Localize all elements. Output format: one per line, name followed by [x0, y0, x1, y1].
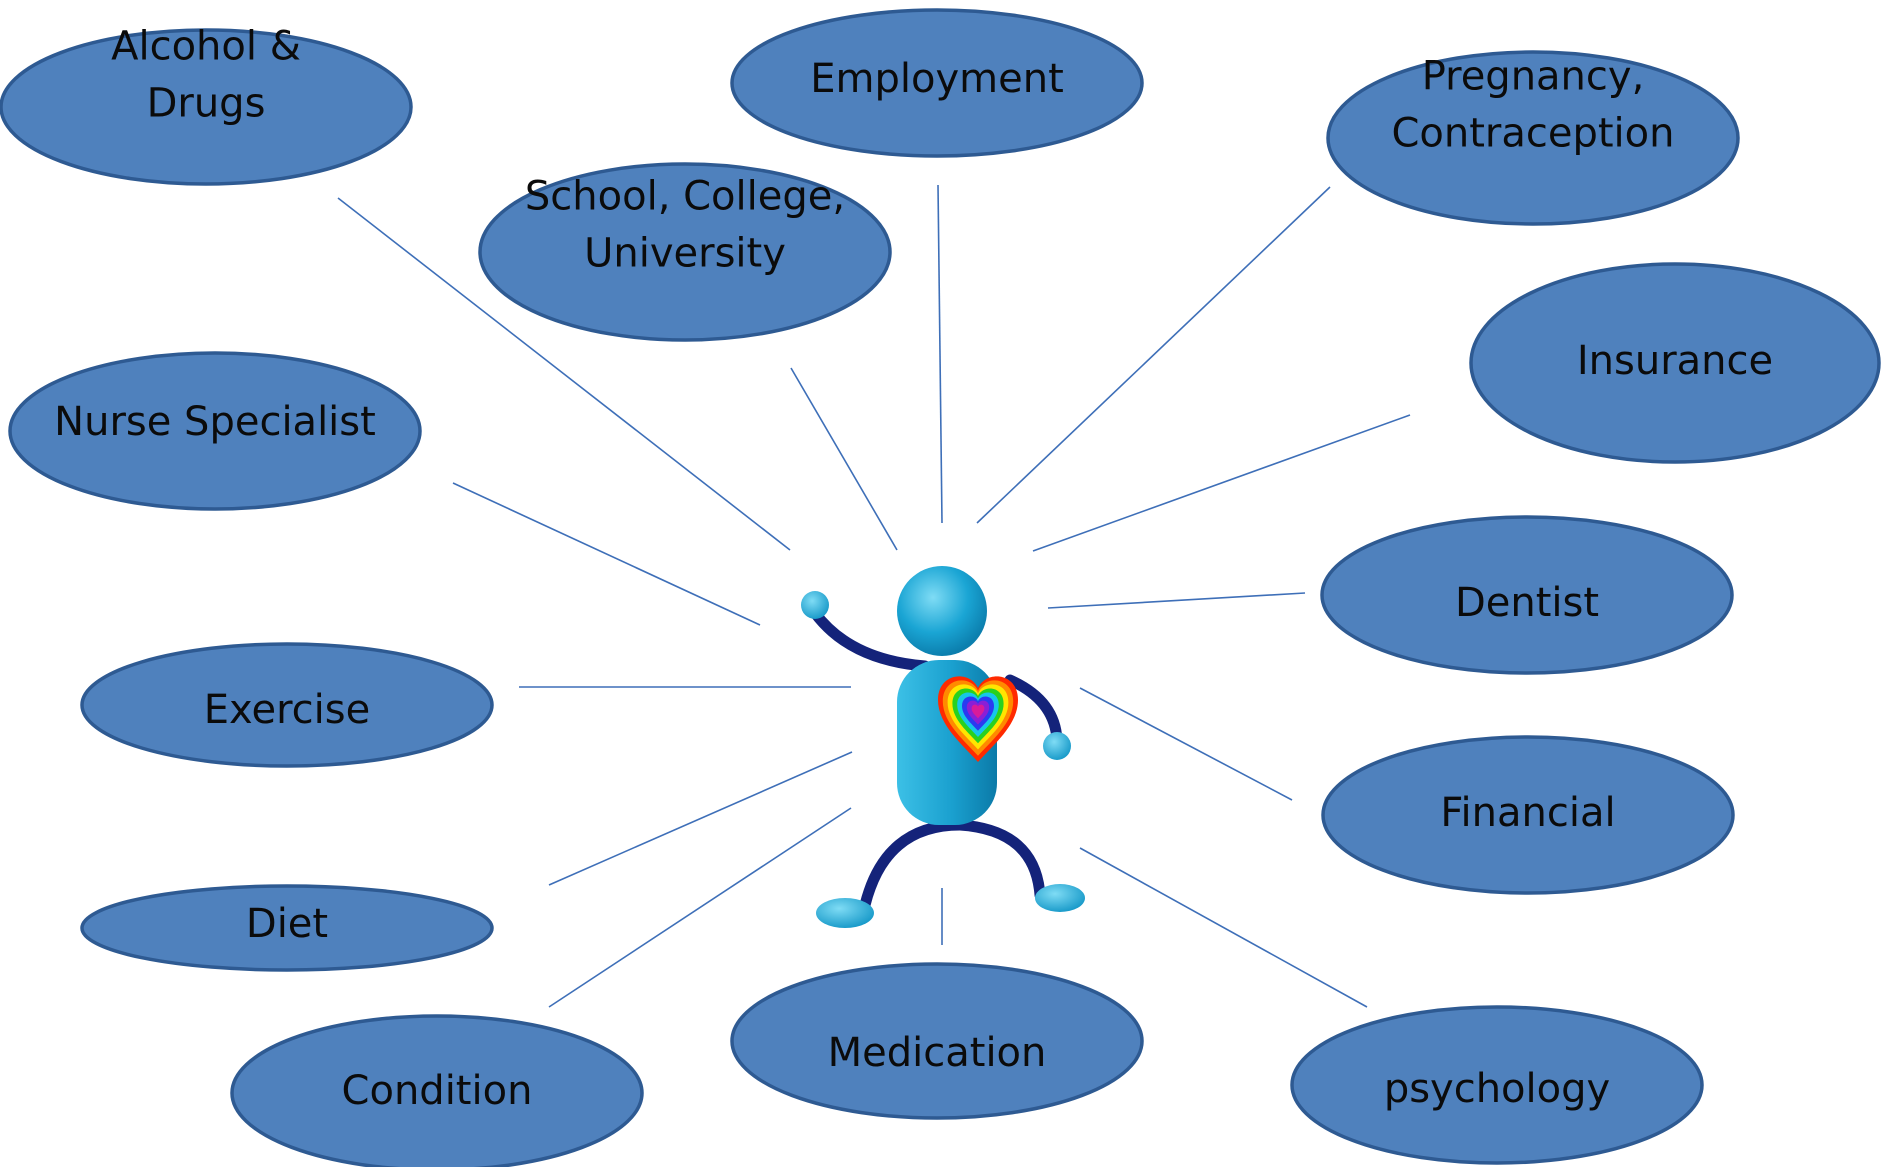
left-hand — [801, 591, 829, 619]
connector-alcohol-drugs — [337, 197, 791, 551]
connector-psychology — [1079, 847, 1368, 1008]
connector-pregnancy-contraception — [976, 186, 1331, 524]
topic-label: Insurance — [1577, 338, 1773, 384]
connector-school-college-university — [790, 367, 898, 551]
right-leg — [954, 819, 1046, 901]
topic-node-psychology: psychology — [1290, 1005, 1704, 1165]
connector-insurance — [1032, 414, 1411, 552]
topic-node-employment: Employment — [730, 8, 1144, 158]
topic-label: Dentist — [1455, 580, 1599, 626]
topic-label: Pregnancy, — [1422, 54, 1645, 100]
topic-ellipse — [1469, 262, 1881, 464]
left-arm — [809, 607, 931, 672]
topic-label: Nurse Specialist — [54, 399, 376, 445]
connector-financial — [1079, 687, 1293, 801]
topic-node-dentist: Dentist — [1320, 515, 1734, 675]
figure-head — [897, 566, 987, 656]
topic-ellipse — [8, 351, 422, 511]
connector-lines — [337, 184, 1411, 1008]
left-foot — [816, 898, 874, 928]
topic-ellipse — [478, 162, 892, 342]
connector-nurse-specialist — [452, 482, 761, 626]
topic-label: Medication — [828, 1030, 1047, 1076]
connector-diet — [548, 751, 853, 886]
topic-label: Employment — [810, 56, 1064, 102]
topic-node-alcohol-drugs: Alcohol & Drugs — [0, 24, 413, 186]
connector-employment — [937, 184, 943, 524]
topic-label: Contraception — [1391, 111, 1674, 157]
topic-ellipse — [0, 28, 413, 186]
topic-ellipse — [1320, 515, 1734, 675]
topic-ellipse — [230, 1014, 644, 1167]
left-leg — [859, 819, 966, 911]
heart-ring — [971, 704, 985, 719]
topic-label: School, College, — [525, 174, 845, 220]
topic-ellipse — [730, 962, 1144, 1120]
connector-condition — [548, 807, 852, 1008]
topic-node-nurse-specialist: Nurse Specialist — [8, 351, 422, 511]
topic-ellipse — [80, 642, 494, 768]
topic-node-insurance: Insurance — [1469, 262, 1881, 464]
right-hand — [1043, 732, 1071, 760]
topic-node-medication: Medication — [730, 962, 1144, 1120]
person-figure — [801, 566, 1085, 928]
connector-dentist — [1047, 592, 1306, 609]
topic-ellipse — [1326, 50, 1740, 226]
topic-node-exercise: Exercise — [80, 642, 494, 768]
topic-nodes: Alcohol & Drugs Employment Pregnancy, Contra… — [0, 8, 1881, 1167]
topic-node-financial: Financial — [1321, 735, 1735, 895]
topic-node-diet: Diet — [80, 884, 494, 972]
topic-ellipse — [1321, 735, 1735, 895]
topic-ellipse — [730, 8, 1144, 158]
topic-label: Exercise — [204, 687, 370, 733]
topic-node-pregnancy-contraception: Pregnancy, Contraception — [1326, 50, 1740, 226]
right-arm — [1004, 674, 1063, 746]
topic-label: University — [584, 231, 786, 277]
rainbow-heart-icon — [938, 676, 1018, 762]
topic-label: Financial — [1440, 790, 1615, 836]
topic-label: Condition — [342, 1068, 533, 1114]
topic-label: Alcohol & — [111, 24, 301, 70]
topic-node-condition: Condition — [230, 1014, 644, 1167]
topic-label: Diet — [246, 901, 328, 947]
topic-label: Drugs — [147, 81, 266, 127]
topic-node-school-college-university: School, College, University — [478, 162, 892, 342]
right-foot — [1035, 884, 1085, 912]
topic-label: psychology — [1384, 1066, 1610, 1112]
topic-ellipse — [1290, 1005, 1704, 1165]
topic-ellipse — [80, 884, 494, 972]
